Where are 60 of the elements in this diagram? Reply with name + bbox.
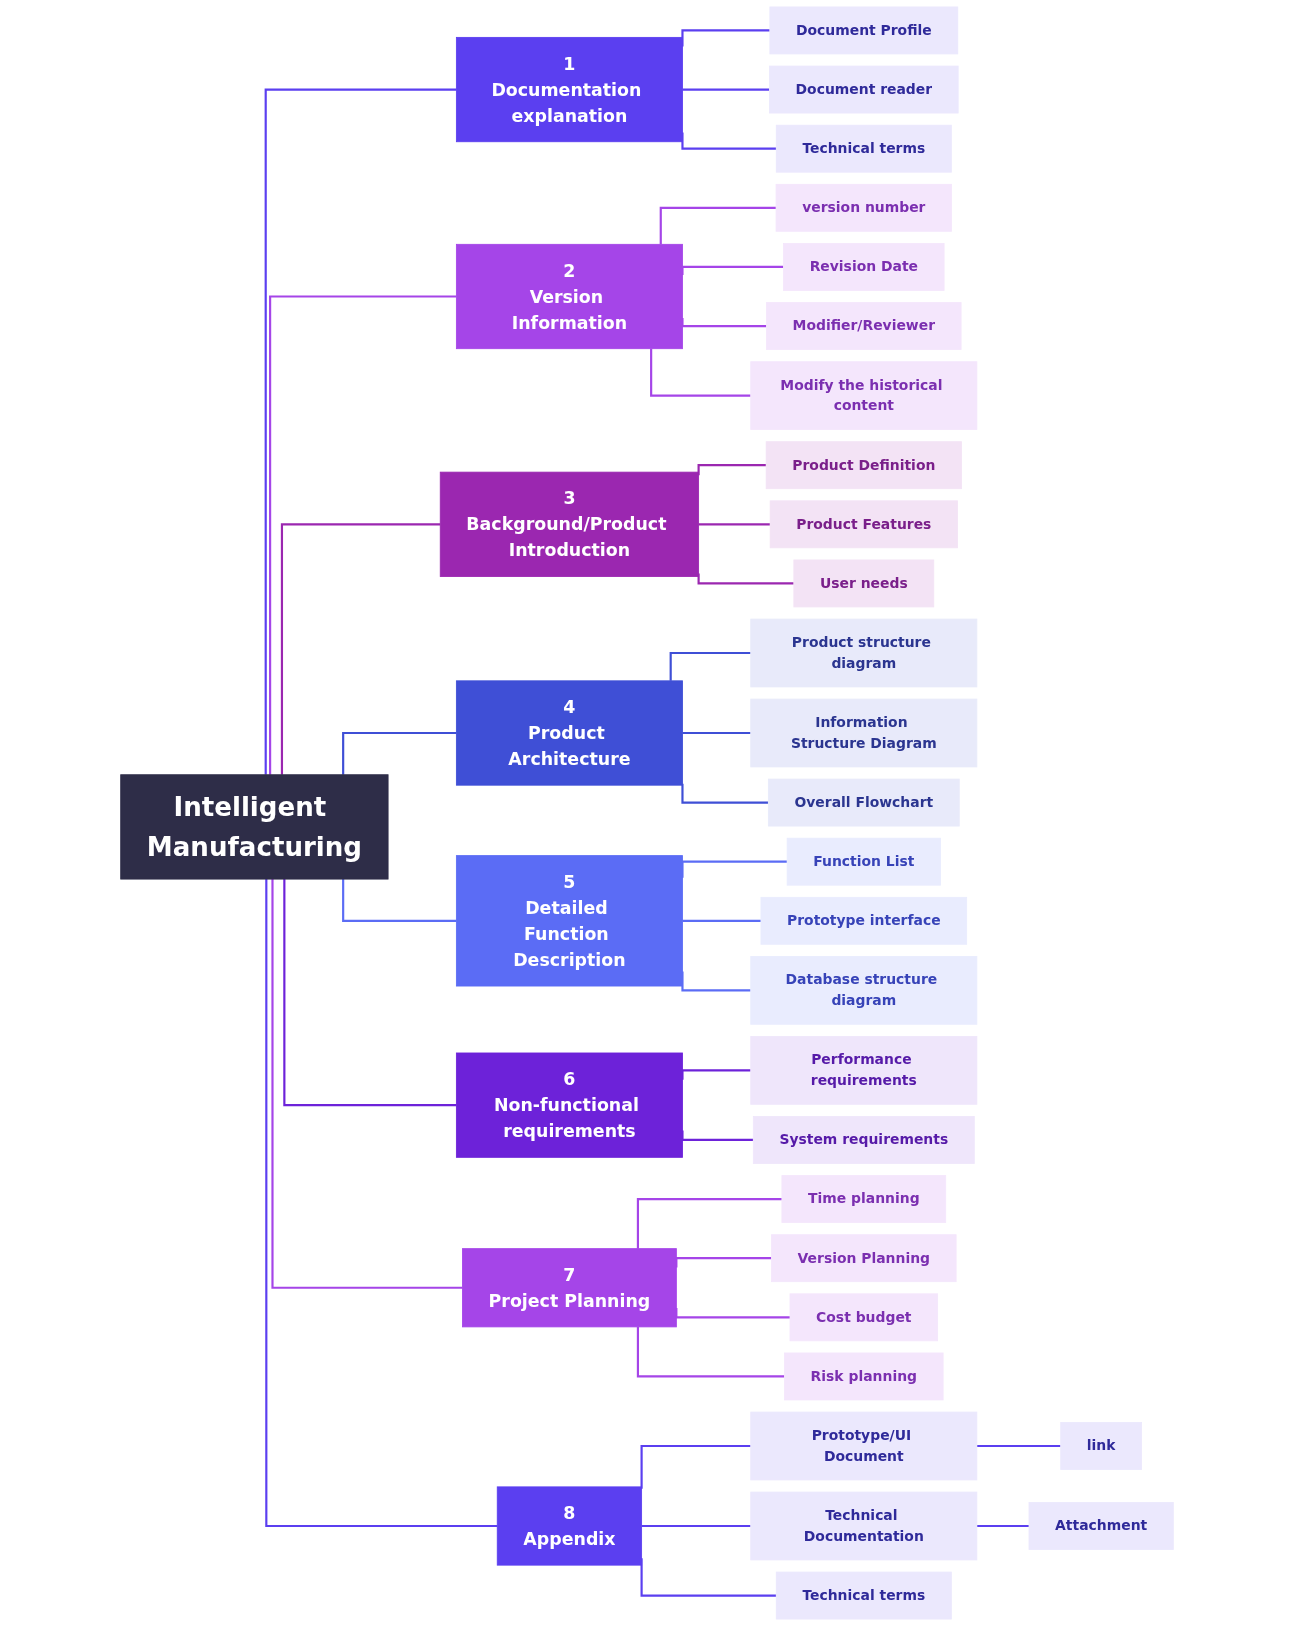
- connector: [697, 464, 767, 476]
- node-box: Modifier/Reviewer: [766, 302, 962, 350]
- connector: [669, 651, 751, 681]
- connector: [636, 1326, 785, 1378]
- connector: [269, 295, 457, 775]
- connector: [681, 783, 769, 804]
- node-box: 5 Detailed Function Description: [455, 855, 683, 987]
- node-box: Information Structure Diagram: [750, 698, 978, 768]
- node-box: Database structure diagram: [750, 956, 978, 1025]
- node-box: Modify the historical content: [750, 361, 978, 430]
- node-box: Cost budget: [789, 1293, 939, 1342]
- node-box: Document Profile: [769, 6, 959, 55]
- node-box: 3 Background/Product Introduction: [439, 471, 700, 577]
- node-box: Function List: [786, 837, 941, 886]
- node-box: Document reader: [769, 65, 959, 114]
- node-box: Version Planning: [771, 1234, 957, 1283]
- node-box: 6 Non-functional requirements: [455, 1052, 683, 1158]
- node-box: link: [1060, 1422, 1143, 1470]
- node-box: System requirements: [752, 1116, 975, 1164]
- connector: [264, 88, 457, 775]
- connector: [975, 1524, 1029, 1528]
- node-box: version number: [775, 183, 952, 232]
- connector: [659, 206, 777, 245]
- node-box: Technical terms: [775, 124, 952, 173]
- connector: [640, 1444, 751, 1489]
- node-box: Product structure diagram: [750, 618, 978, 688]
- node-box: 1 Documentation explanation: [455, 36, 683, 143]
- connector: [280, 523, 441, 775]
- connector: [681, 919, 761, 922]
- connector: [697, 573, 794, 585]
- connector: [342, 731, 457, 775]
- connector: [681, 731, 751, 735]
- node-box: User needs: [793, 559, 935, 608]
- connector: [636, 1198, 782, 1249]
- node-box: Prototype interface: [760, 896, 968, 945]
- node-box: Intelligent Manufacturing: [120, 774, 389, 880]
- node-box: 4 Product Architecture: [455, 680, 683, 786]
- node-box: 2 Version Information: [455, 243, 683, 350]
- node-box: Technical terms: [775, 1571, 952, 1620]
- connector: [650, 348, 751, 397]
- node-box: 8 Appendix: [496, 1486, 643, 1566]
- node-box: Product Features: [769, 500, 958, 549]
- node-box: 7 Project Planning: [462, 1248, 677, 1328]
- connector: [283, 879, 457, 1107]
- node-box: Attachment: [1028, 1502, 1174, 1550]
- connector: [342, 879, 457, 922]
- node-box: Prototype/UI Document: [750, 1411, 978, 1481]
- node-box: Time planning: [781, 1175, 947, 1223]
- connector: [265, 879, 498, 1528]
- node-box: Overall Flowchart: [767, 778, 960, 827]
- node-box: Technical Documentation: [750, 1491, 978, 1561]
- connector: [975, 1444, 1061, 1448]
- node-box: Revision Date: [783, 243, 945, 291]
- connector: [271, 879, 463, 1289]
- node-box: Product Definition: [765, 441, 962, 490]
- node-box: Risk planning: [784, 1352, 944, 1401]
- connector: [640, 1524, 751, 1528]
- connector: [697, 523, 771, 526]
- connector: [681, 88, 770, 91]
- node-box: Performance requirements: [750, 1036, 978, 1105]
